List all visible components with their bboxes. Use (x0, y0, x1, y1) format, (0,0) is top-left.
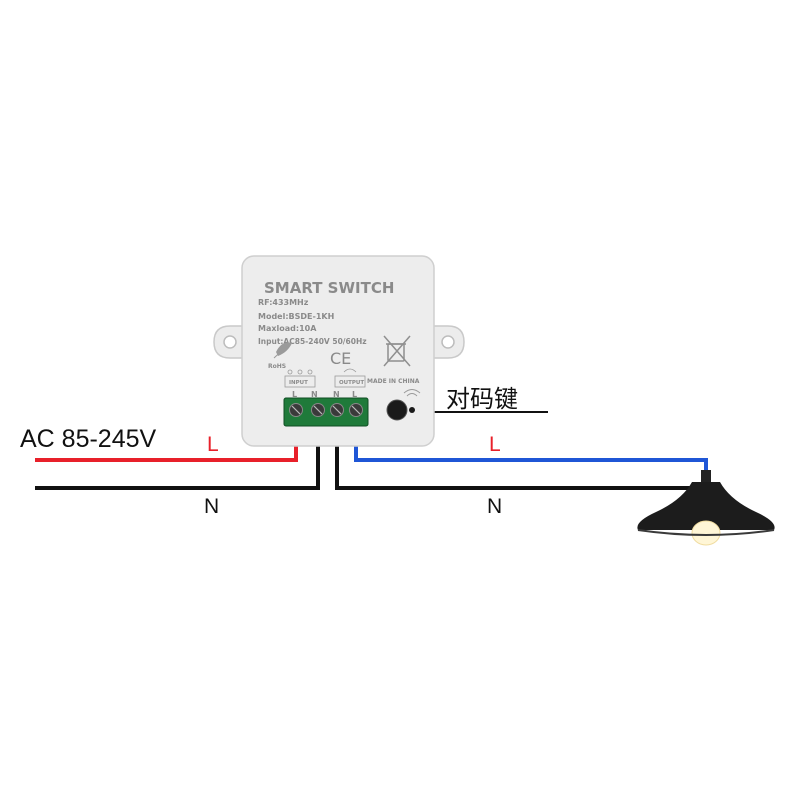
pendant-lamp (637, 470, 775, 546)
terminal-label-input-n: N (311, 390, 318, 399)
terminal-label-input-l: L (292, 390, 297, 399)
ce-mark: CE (330, 349, 351, 368)
output-tag: OUTPUT (339, 380, 364, 386)
lamp-bulb-icon (691, 520, 721, 546)
rohs-mark: RoHS (268, 363, 286, 370)
neutral-out-label: N (487, 495, 502, 518)
made-in-label: MADE IN CHINA (367, 378, 420, 385)
device-maxload: Maxload:10A (258, 324, 317, 333)
input-tag: INPUT (289, 380, 308, 386)
lamp-shade-rim (637, 529, 775, 536)
lamp-shade (637, 482, 775, 530)
lamp-stem (701, 470, 711, 482)
smart-switch-device: SMART SWITCH RF:433MHz Model:BSDE-1KH Ma… (213, 255, 465, 447)
rohs-leaf-icon (273, 342, 292, 359)
pair-button[interactable] (386, 399, 408, 421)
pair-button-dot-icon (409, 407, 415, 413)
device-rf: RF:433MHz (258, 298, 309, 307)
live-in-label: L (207, 433, 219, 456)
input-tag-box (284, 375, 316, 388)
terminal-label-output-n: N (333, 390, 340, 399)
terminal-block (283, 397, 369, 427)
terminal-label-output-l: L (352, 390, 357, 399)
output-tag-box (334, 375, 366, 388)
device-input-rating: Input:AC85-240V 50/60Hz (258, 337, 367, 346)
right-ear-hole-icon (441, 335, 455, 349)
pair-button-signal-icon (403, 389, 421, 397)
antenna-marks-icon (287, 368, 357, 375)
device-model: Model:BSDE-1KH (258, 312, 334, 321)
live-out-label: L (489, 433, 501, 456)
terminal-screws (289, 403, 363, 417)
device-title: SMART SWITCH (264, 279, 394, 297)
weee-bin-icon (383, 335, 411, 367)
supply-voltage-label: AC 85-245V (20, 425, 157, 453)
neutral-in-label: N (204, 495, 219, 518)
pair-button-label: 对码键 (446, 385, 518, 413)
left-ear-hole-icon (223, 335, 237, 349)
